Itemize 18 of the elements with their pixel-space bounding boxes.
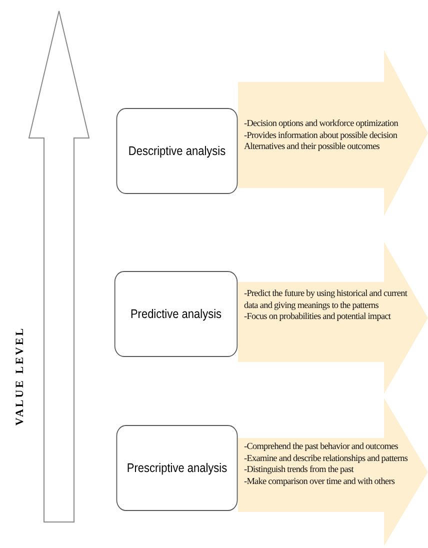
box-title: Predictive analysis	[130, 307, 222, 321]
bullet-text: -Comprehend the past behavior and outcomes	[244, 441, 399, 452]
arrow-shape	[238, 398, 428, 546]
arrow-shape	[238, 242, 428, 394]
bullet-text: -Provides information about possible decision Alternatives and their possible outcomes	[244, 130, 398, 152]
axis-label: VALUE LEVEL	[14, 325, 26, 428]
rounded-box	[116, 108, 238, 194]
bullet-text: -Decision options and workforce optimization	[244, 118, 400, 130]
rounded-box	[116, 425, 238, 511]
bullet-text: -Examine and describe relationships and patterns	[244, 452, 409, 464]
bullet-text: -Make comparison over time and with others	[244, 476, 396, 487]
bullet-text: -Focus on probabilities and potential impact	[244, 311, 392, 322]
box-title: Descriptive analysis	[128, 144, 226, 158]
rounded-box	[114, 271, 238, 357]
arrow-shape	[238, 50, 428, 216]
box-title: Prescriptive analysis	[126, 461, 228, 475]
bullet-text: -Predict the future by using historical and current data and giving meanings to the patterns	[244, 288, 408, 311]
bullet-text: -Distinguish trends from the past	[244, 464, 355, 476]
